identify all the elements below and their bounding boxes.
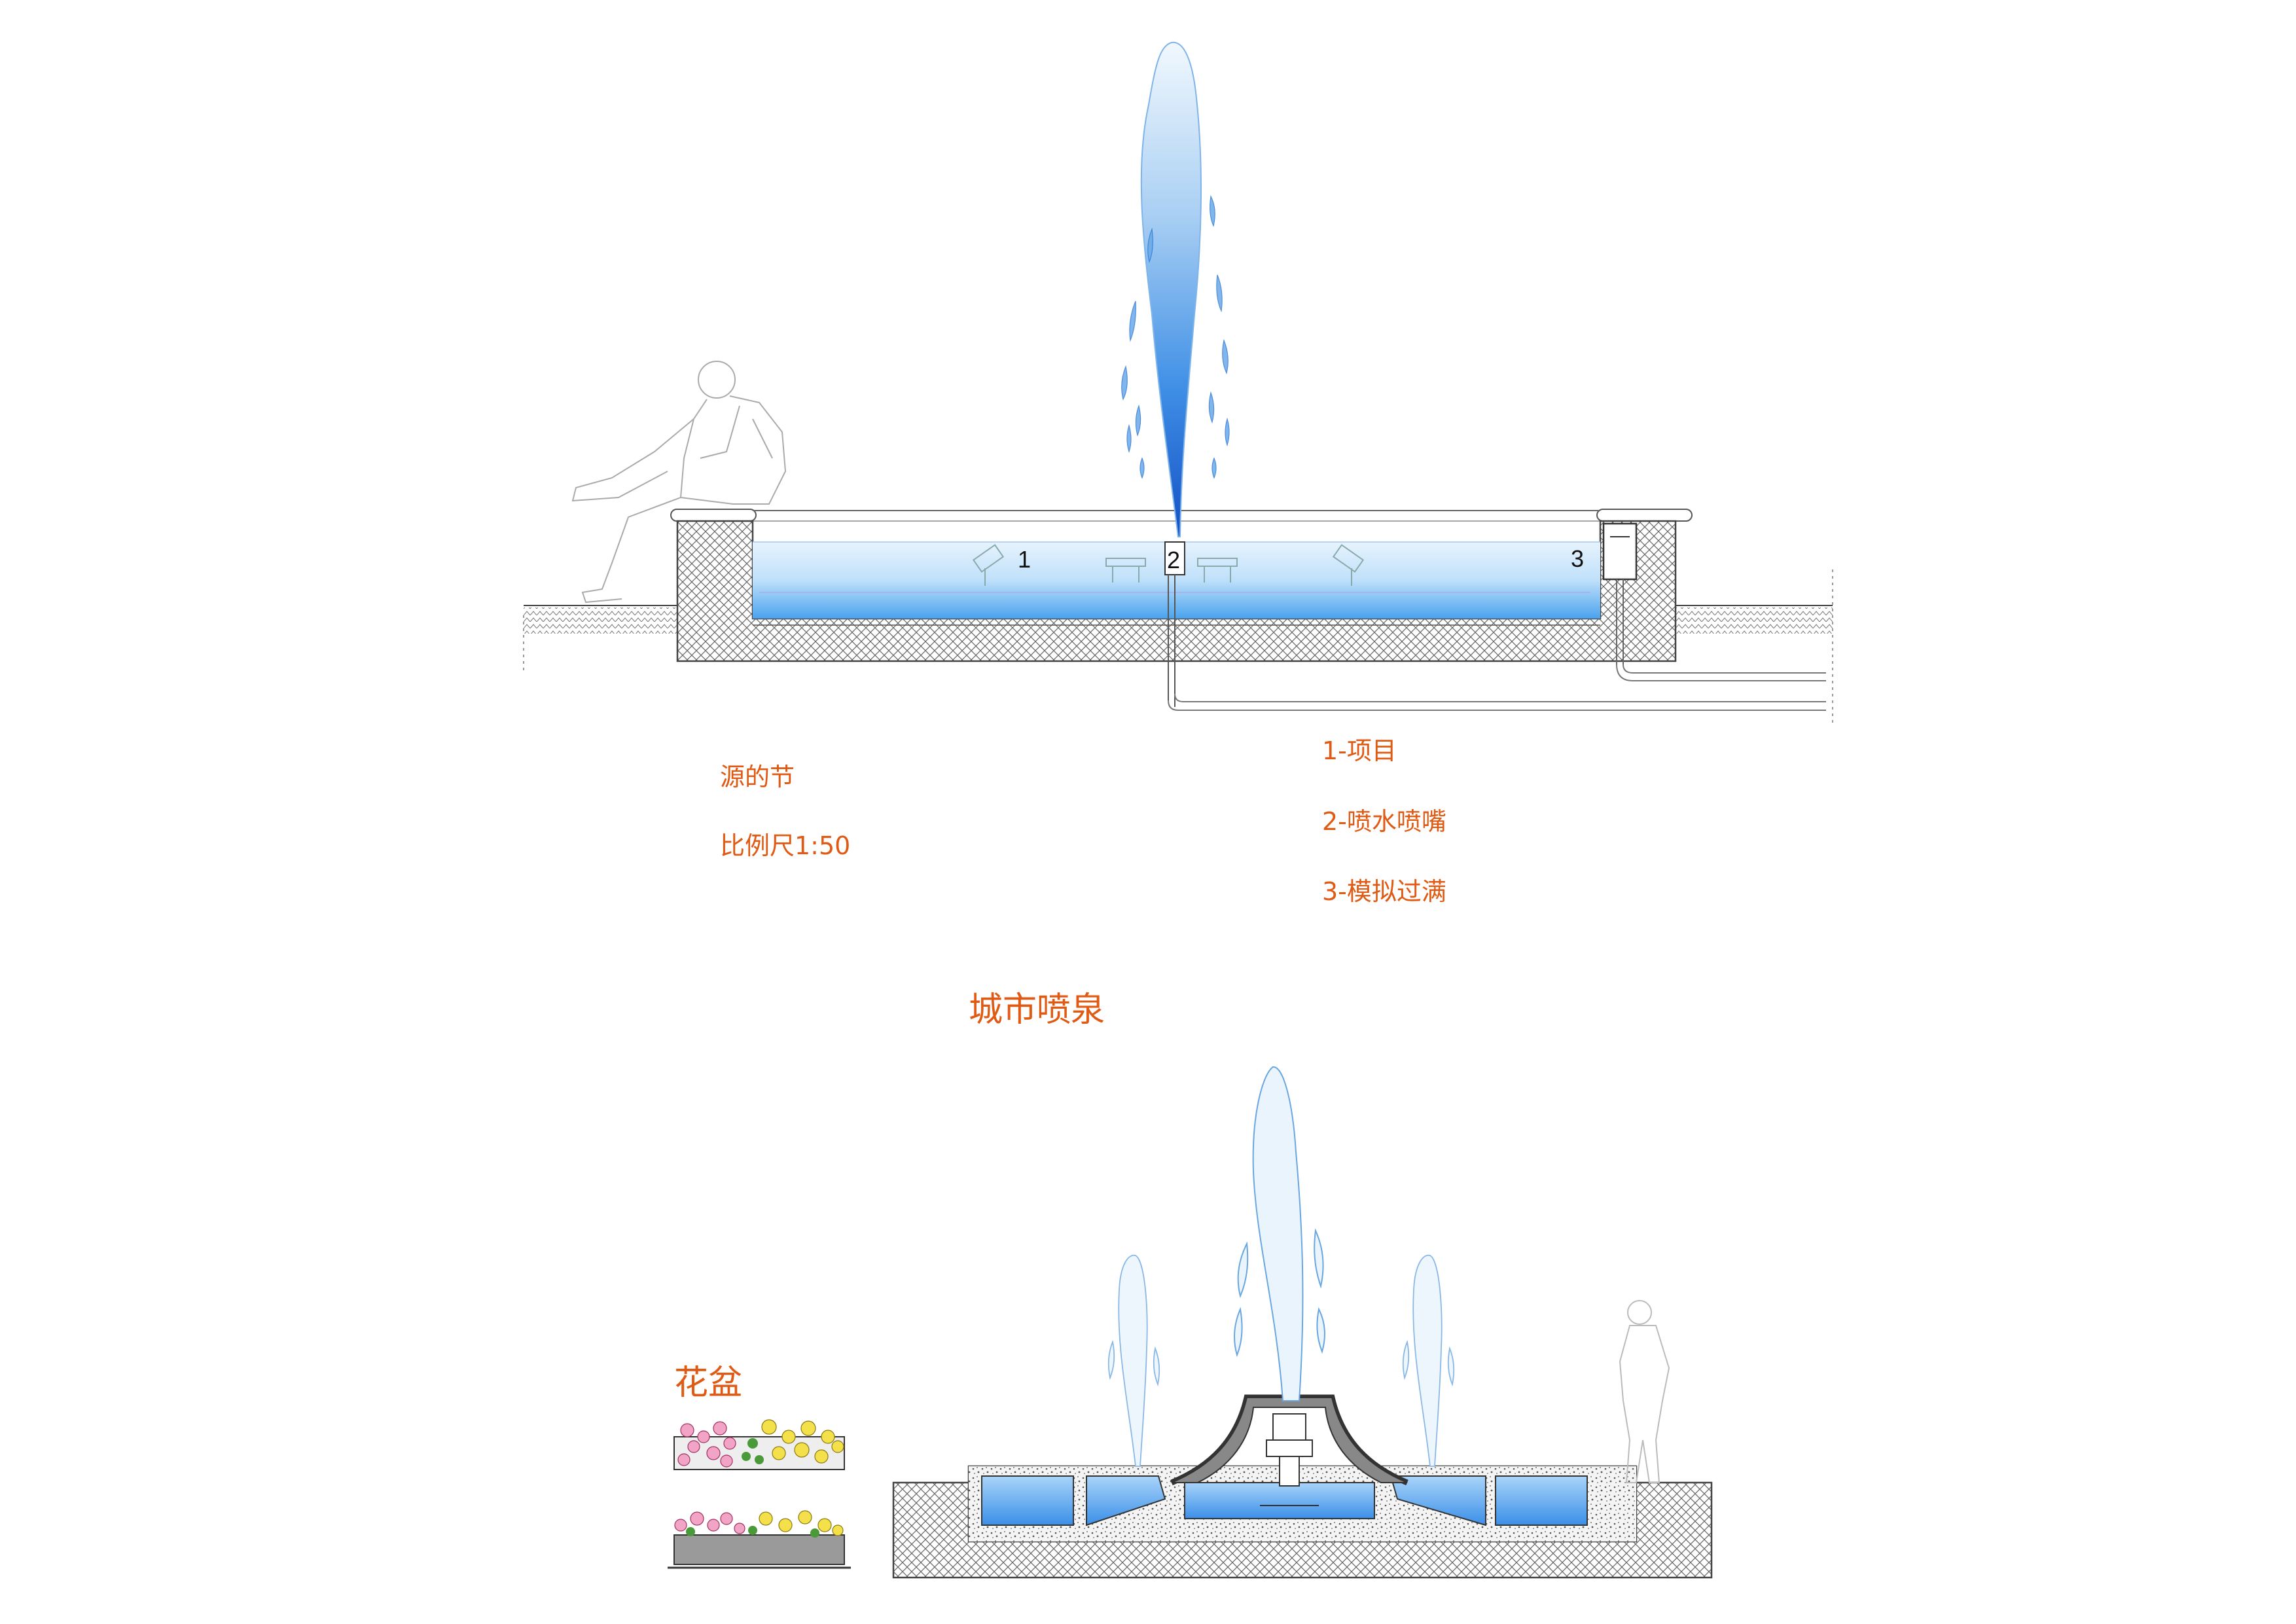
coping-right <box>1596 509 1693 522</box>
coping-left <box>670 509 757 522</box>
legend-item-1: 1-项目 <box>1322 736 1397 765</box>
planter-elevation-bottom <box>668 1510 851 1569</box>
planter-title: 花盆 <box>674 1363 742 1403</box>
basin-slope-left <box>1086 1475 1166 1526</box>
standing-person-figure <box>1619 1300 1670 1483</box>
water-jet-center <box>1234 1066 1325 1401</box>
legend-item-3: 3-模拟过满 <box>1322 877 1446 906</box>
basin-slope-right <box>1390 1475 1486 1526</box>
basin-outer-right <box>1495 1475 1588 1526</box>
overflow-box <box>1602 522 1826 681</box>
city-fountain-title: 城市喷泉 <box>969 990 1105 1030</box>
underwater-light-left <box>972 544 1005 586</box>
ground-right <box>1676 569 1833 727</box>
callout-1: 1 <box>1018 546 1031 573</box>
callout-2: 2 <box>1167 547 1180 573</box>
planter-elevation-top <box>673 1419 845 1470</box>
basin-outer-left <box>981 1475 1074 1526</box>
pump-unit <box>1260 1413 1319 1506</box>
water-jet-left <box>1107 1254 1160 1467</box>
scale-label: 比例尺1:50 <box>720 831 850 860</box>
seated-person-figure <box>571 361 787 604</box>
basin-center <box>1184 1482 1375 1519</box>
fountain-section-bottom <box>892 1066 1713 1579</box>
section-title: 源的节 <box>720 763 795 791</box>
spray-nozzle <box>1164 541 1826 711</box>
water-jet-right <box>1402 1254 1455 1467</box>
callout-3: 3 <box>1571 545 1584 572</box>
legend-item-2: 2-喷水喷嘴 <box>1322 807 1446 836</box>
fountain-section-top: 1 2 3 <box>523 41 1833 727</box>
water-jet-main <box>1121 41 1230 537</box>
underwater-light-right <box>1332 544 1365 586</box>
ground-left <box>523 605 681 674</box>
